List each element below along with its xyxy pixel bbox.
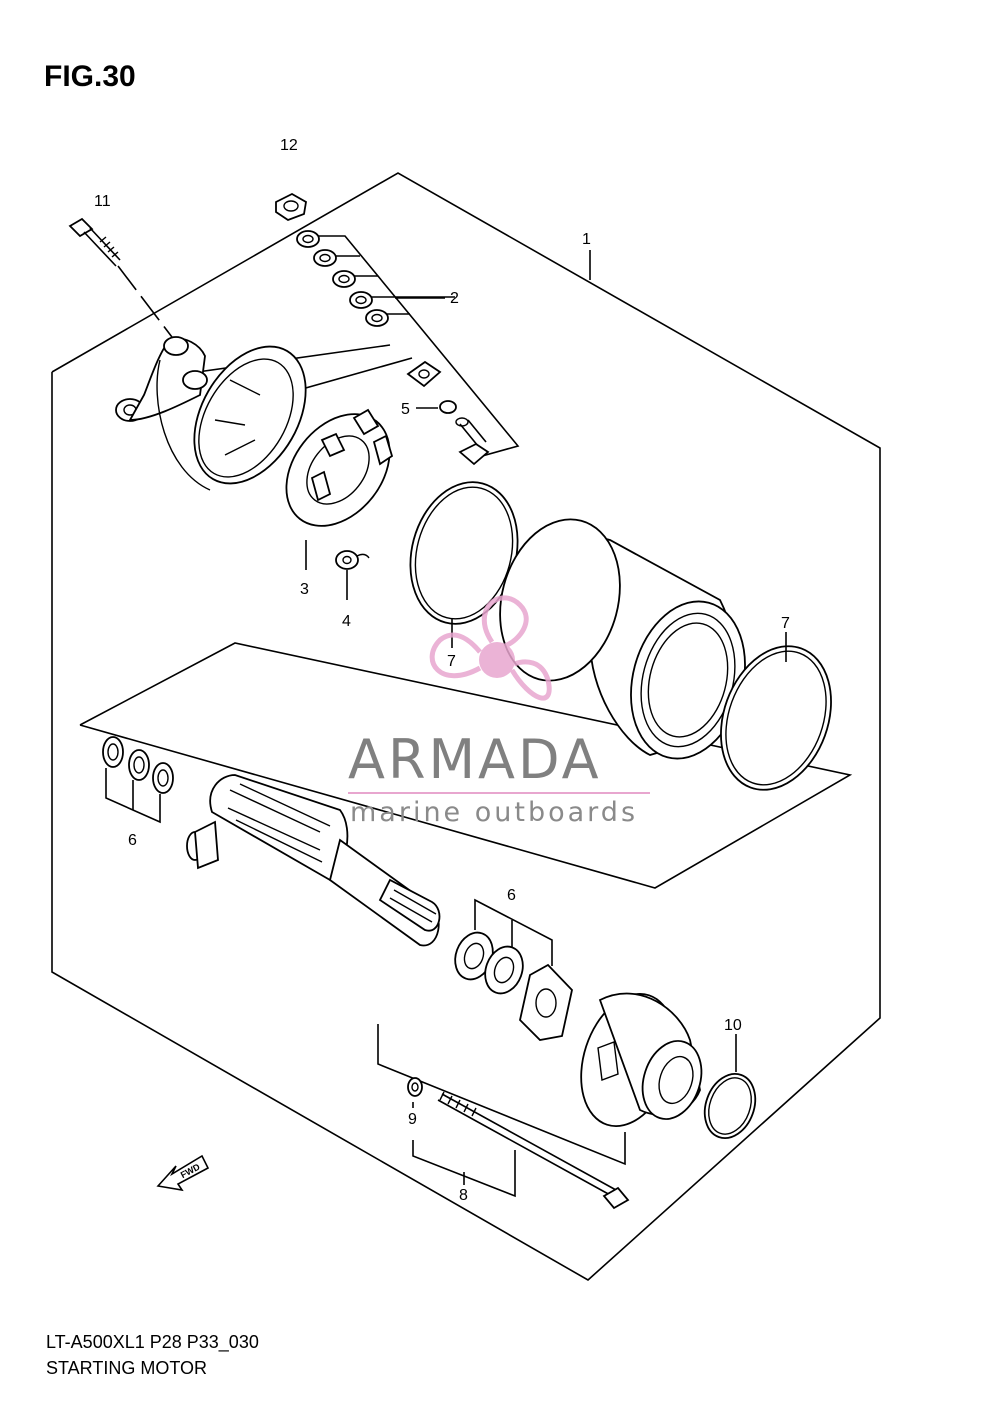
part-3-brush-plate [285, 408, 394, 570]
armada-logo-icon [429, 595, 552, 701]
yoke-housing [499, 518, 746, 760]
watermark-tagline: marine outboards [350, 797, 639, 828]
part-7-o-ring-upper [409, 481, 519, 648]
watermark-name: ARMADA [348, 728, 602, 791]
figure-title: FIG.30 [44, 60, 136, 93]
part-6-washers-upper [102, 736, 174, 824]
part-8-9-through-bolts [377, 1024, 630, 1210]
callout-12: 12 [280, 137, 298, 154]
callout-4: 4 [342, 613, 351, 630]
fwd-arrow-icon: FWD [156, 1154, 210, 1192]
callout-11: 11 [94, 193, 111, 210]
part-5-terminal [406, 360, 490, 466]
callout-5: 5 [401, 401, 410, 418]
callout-6-upper: 6 [128, 832, 137, 849]
part-12-nut [275, 192, 307, 222]
assembly-outline [51, 172, 881, 1281]
part-6-washers-lower [454, 898, 573, 1041]
rear-bracket [115, 336, 307, 491]
armature [186, 774, 441, 947]
part-4-spring [335, 550, 370, 600]
front-bracket [580, 992, 703, 1127]
callout-7-upper: 7 [447, 653, 456, 670]
callout-9: 9 [408, 1111, 417, 1128]
diagram-name: STARTING MOTOR [46, 1358, 208, 1378]
yoke-group-box [79, 642, 853, 889]
callout-10: 10 [724, 1017, 742, 1034]
callout-3: 3 [300, 581, 309, 598]
callout-8: 8 [459, 1187, 468, 1204]
callout-7-lower: 7 [781, 615, 790, 632]
diagram-code: LT-A500XL1 P28 P33_030 [46, 1332, 259, 1352]
part-7-o-ring-lower [720, 632, 832, 791]
part-10-o-ring [703, 1034, 757, 1139]
callout-2: 2 [450, 290, 459, 307]
callout-1: 1 [582, 231, 591, 248]
part-11-bolt [68, 217, 179, 346]
callout-6-lower: 6 [507, 887, 516, 904]
